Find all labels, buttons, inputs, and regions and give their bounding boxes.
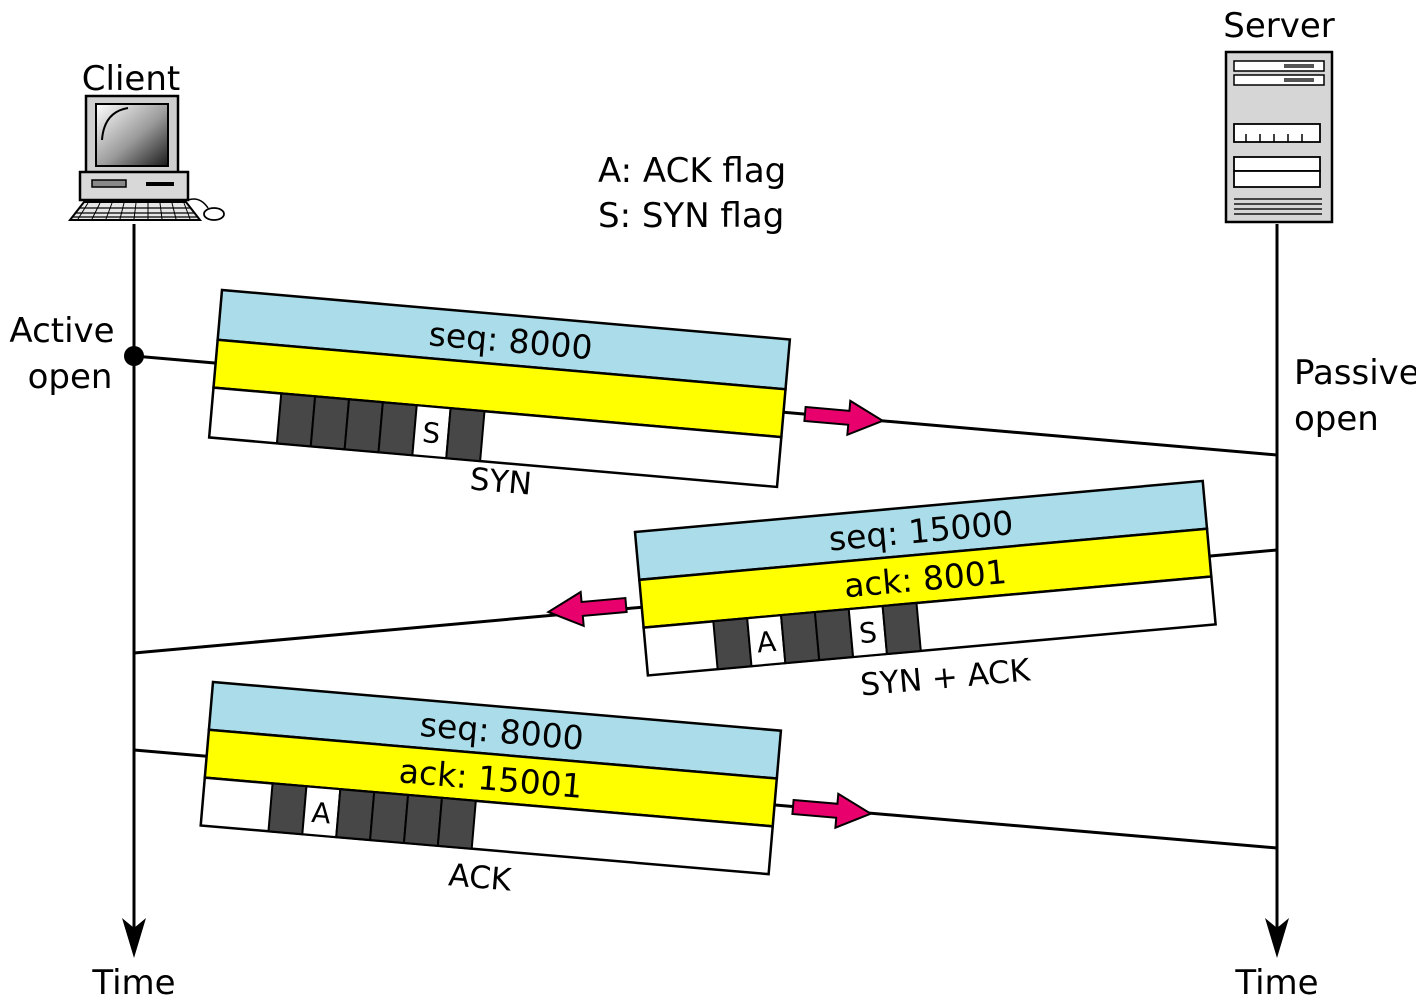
flag-syn-letter: S [858, 616, 879, 650]
flag-box [343, 398, 384, 454]
flag-ack-letter: A [310, 796, 332, 831]
ack-segment: seq: 8000 ack: 15001 A [199, 680, 783, 876]
computer-icon [67, 94, 225, 221]
flag-syn-letter: S [421, 416, 442, 450]
synack-caption: SYN + ACK [859, 652, 1032, 703]
active-open-line1: Active [9, 311, 114, 351]
ack-direction-arrow [791, 792, 873, 830]
flag-ack-letter: A [755, 625, 777, 660]
server-timeline [1265, 224, 1289, 958]
active-open-line2: open [28, 357, 113, 397]
flag-bits: A [267, 782, 477, 850]
flag-box [267, 782, 308, 836]
server-icon [1224, 50, 1334, 224]
flag-box [309, 395, 351, 451]
flag-box [445, 407, 486, 463]
syn-caption: SYN [468, 461, 533, 502]
server-label: Server [1223, 6, 1335, 46]
flag-box [275, 392, 317, 448]
flag-box [335, 788, 376, 842]
synack-direction-arrow [546, 590, 628, 628]
ack-caption: ACK [447, 857, 513, 898]
client-timeline [122, 224, 146, 958]
flag-box [779, 611, 821, 665]
legend-ack: A: ACK flag [598, 151, 786, 191]
server-time-label: Time [1234, 963, 1318, 999]
flag-bits: S [275, 392, 486, 463]
passive-open-line1: Passive [1294, 353, 1416, 393]
passive-open-line2: open [1294, 399, 1379, 439]
flag-box [368, 791, 410, 844]
client-label: Client [82, 59, 180, 99]
flag-box [813, 608, 855, 662]
syn-direction-arrow [803, 399, 885, 437]
flag-bits: A S [712, 601, 922, 671]
syn-segment: seq: 8000 S [207, 288, 792, 489]
flag-box [377, 401, 418, 457]
flag-box [436, 796, 477, 850]
client-time-label: Time [91, 963, 175, 999]
flag-box [712, 617, 753, 671]
synack-segment: seq: 15000 ack: 8001 A S [633, 479, 1217, 677]
legend-syn: S: SYN flag [598, 196, 784, 236]
flag-box [881, 601, 922, 656]
flag-box [402, 793, 444, 847]
